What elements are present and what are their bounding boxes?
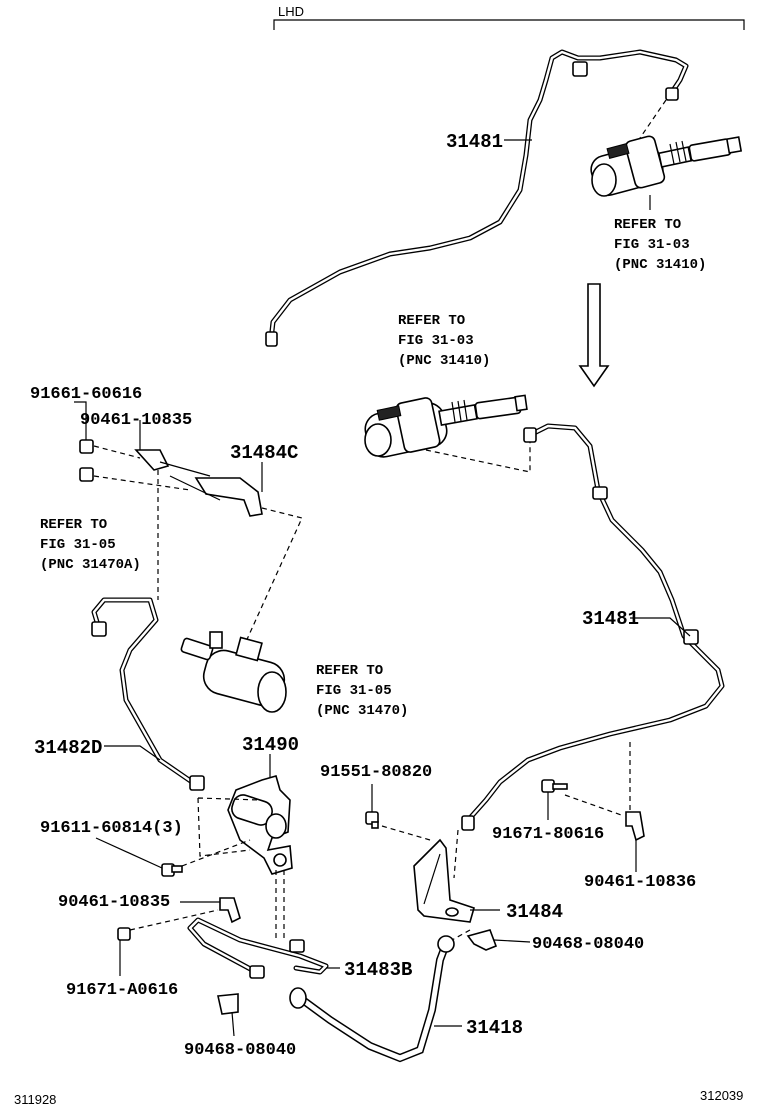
- ref-cyl-line1: REFER TO: [316, 663, 383, 679]
- label-90461-10835-top: 90461-10835: [80, 411, 192, 430]
- clip-90468-right: [466, 929, 498, 951]
- leader-lines: [74, 139, 691, 1037]
- master-cylinder-top: [590, 135, 743, 210]
- label-90468-08040-right: 90468-08040: [532, 935, 644, 954]
- slave-cylinder: [180, 631, 287, 713]
- down-arrow: [578, 283, 610, 388]
- clip-90468-bottom: [217, 993, 239, 1015]
- label-91611-60814: 91611-60814(3): [40, 819, 183, 838]
- master-cylinder-mid: [364, 394, 531, 473]
- label-91671-a0616: 91671-A0616: [66, 981, 178, 1000]
- label-31483b: 31483B: [344, 959, 412, 981]
- label-31481-right: 31481: [582, 608, 639, 630]
- label-90461-10835-bottom: 90461-10835: [58, 893, 170, 912]
- ref-note-top-right: REFER TO FIG 31-03 (PNC 31410): [614, 217, 706, 273]
- label-31484: 31484: [506, 901, 563, 923]
- footer-code-left: 311928: [14, 1092, 56, 1107]
- ref-top-right-line1: REFER TO: [614, 217, 681, 233]
- label-91551-80820: 91551-80820: [320, 763, 432, 782]
- label-31481-lhd: 31481: [446, 131, 503, 153]
- pipe-31482d: [91, 597, 205, 791]
- lhd-label: LHD: [278, 4, 304, 19]
- label-31490: 31490: [242, 734, 299, 756]
- bolt-91551-80820: [365, 811, 431, 841]
- bracket-31484c: [79, 439, 303, 647]
- bolt-91611-60814: [161, 839, 251, 877]
- ref-left-line2: FIG 31-05: [40, 537, 116, 553]
- pipe-31483b: [187, 917, 329, 979]
- valve-31490: [197, 775, 293, 938]
- bracket-31484: [413, 829, 475, 923]
- label-31482d: 31482D: [34, 737, 102, 759]
- label-91671-80616: 91671-80616: [492, 825, 604, 844]
- label-90468-08040-bottom: 90468-08040: [184, 1041, 296, 1060]
- label-31484c: 31484C: [230, 442, 298, 464]
- bracket-90461-10835-lower: [117, 897, 241, 941]
- ref-note-mid: REFER TO FIG 31-03 (PNC 31410): [398, 313, 490, 369]
- hose-31418: [289, 929, 471, 1063]
- ref-top-right-line2: FIG 31-03: [614, 237, 690, 253]
- ref-cyl-line3: (PNC 31470): [316, 703, 408, 719]
- label-90461-10836: 90461-10836: [584, 873, 696, 892]
- label-31418: 31418: [466, 1017, 523, 1039]
- lhd-bracket: LHD: [273, 4, 745, 30]
- label-91661-60616: 91661-60616: [30, 385, 142, 404]
- bolt-91671-80616: [541, 779, 568, 793]
- pipe-31481-lhd: [265, 49, 689, 347]
- footer-code-right: 312039: [700, 1088, 743, 1103]
- ref-left-line1: REFER TO: [40, 517, 107, 533]
- ref-mid-line2: FIG 31-03: [398, 333, 474, 349]
- ref-left-line3: (PNC 31470A): [40, 557, 141, 573]
- ref-cyl-line2: FIG 31-05: [316, 683, 392, 699]
- ref-mid-line1: REFER TO: [398, 313, 465, 329]
- ref-note-left: REFER TO FIG 31-05 (PNC 31470A): [40, 517, 141, 573]
- pipe-31481-right: [461, 423, 725, 831]
- ref-mid-line3: (PNC 31410): [398, 353, 490, 369]
- ref-top-right-line3: (PNC 31410): [614, 257, 706, 273]
- ref-note-cylinder: REFER TO FIG 31-05 (PNC 31470): [316, 663, 408, 719]
